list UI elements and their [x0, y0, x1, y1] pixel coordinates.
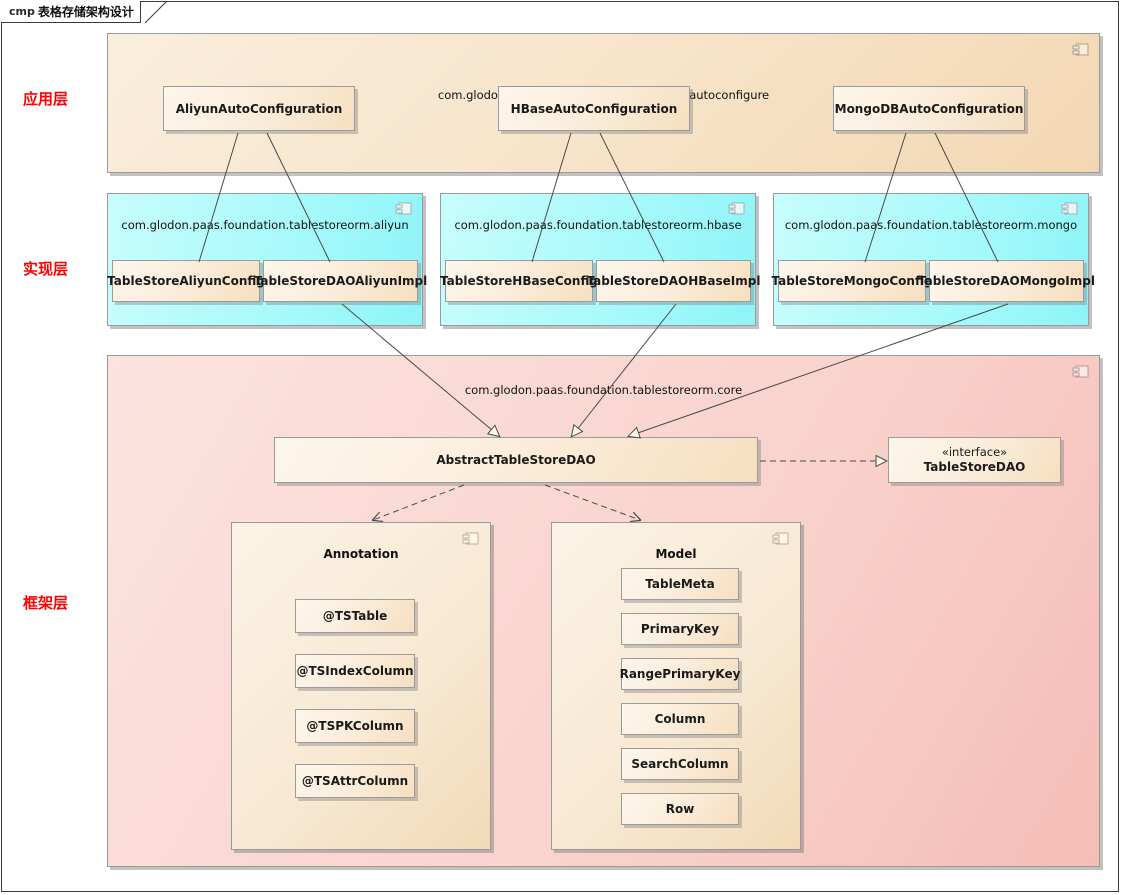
layer-label-application: 应用层: [23, 90, 69, 108]
component-label: AbstractTableStoreDAO: [436, 453, 596, 467]
component-label: TableStoreDAOAliyunImpl: [253, 274, 428, 288]
package-mongo-title: com.glodon.paas.foundation.tablestoreorm…: [784, 218, 1078, 232]
component-label: TableMeta: [645, 577, 715, 591]
component-label: MongoDBAutoConfiguration: [834, 101, 1024, 116]
component-column[interactable]: Column: [621, 703, 739, 735]
component-label: @TSAttrColumn: [301, 774, 409, 788]
component-label: TableStoreMongoConfig: [771, 274, 933, 288]
component-search-column[interactable]: SearchColumn: [621, 748, 739, 780]
layer-label-framework: 框架层: [23, 594, 69, 612]
component-primary-key[interactable]: PrimaryKey: [621, 613, 739, 645]
package-model-title: Model: [655, 547, 697, 561]
component-aliyun-auto-configuration[interactable]: AliyunAutoConfiguration: [163, 86, 355, 131]
component-ts-attr-column-annotation[interactable]: @TSAttrColumn: [295, 764, 415, 798]
diagram-frame-tab: cmp 表格存储架构设计: [1, 1, 141, 23]
component-table-store-dao-mongo-impl[interactable]: TableStoreDAOMongoImpl: [918, 260, 1095, 302]
component-label: SearchColumn: [631, 757, 729, 771]
package-core-title: com.glodon.paas.foundation.tablestoreorm…: [464, 383, 743, 397]
component-ts-index-column-annotation[interactable]: @TSIndexColumn: [295, 654, 415, 688]
frame-kind-label: cmp: [9, 5, 35, 18]
component-label: TableStoreHBaseConfig: [440, 274, 598, 288]
component-icon: [772, 532, 789, 545]
component-label: RangePrimaryKey: [619, 667, 741, 681]
component-label: AliyunAutoConfiguration: [175, 101, 343, 116]
component-ts-pk-column-annotation[interactable]: @TSPKColumn: [295, 709, 415, 743]
component-label: TableStoreDAOMongoImpl: [918, 274, 1095, 288]
component-mongodb-auto-configuration[interactable]: MongoDBAutoConfiguration: [833, 86, 1025, 131]
component-label: @TSTable: [322, 609, 388, 623]
package-aliyun[interactable]: com.glodon.paas.foundation.tablestoreorm…: [107, 193, 423, 326]
component-interface-table-store-dao[interactable]: «interface» TableStoreDAO: [888, 437, 1061, 483]
package-hbase-title: com.glodon.paas.foundation.tablestoreorm…: [454, 218, 742, 232]
component-icon: [728, 202, 745, 215]
component-range-primary-key[interactable]: RangePrimaryKey: [619, 658, 741, 690]
component-icon: [462, 532, 479, 545]
component-label: Column: [654, 712, 706, 726]
component-label: TableStoreDAO: [923, 459, 1026, 474]
component-hbase-auto-configuration[interactable]: HBaseAutoConfiguration: [498, 86, 690, 131]
package-aliyun-title: com.glodon.paas.foundation.tablestoreorm…: [121, 218, 409, 232]
component-table-store-aliyun-config[interactable]: TableStoreAliyunConfig: [107, 260, 265, 302]
component-icon: [1072, 365, 1089, 378]
component-label: TableStoreDAOHBaseImpl: [586, 274, 761, 288]
component-label: @TSPKColumn: [306, 719, 404, 733]
frame-title-label: 表格存储架构设计: [37, 5, 134, 19]
component-label: PrimaryKey: [640, 622, 720, 636]
component-icon: [1072, 43, 1089, 56]
component-label: Row: [665, 802, 695, 816]
component-table-meta[interactable]: TableMeta: [621, 568, 739, 600]
package-annotation-title: Annotation: [323, 547, 399, 561]
layer-label-implementation: 实现层: [23, 260, 69, 278]
component-icon: [1061, 202, 1078, 215]
component-table-store-mongo-config[interactable]: TableStoreMongoConfig: [772, 260, 932, 302]
component-row[interactable]: Row: [621, 793, 739, 825]
component-table-store-dao-hbase-impl[interactable]: TableStoreDAOHBaseImpl: [587, 260, 760, 302]
frame-tab-corner: [145, 1, 168, 24]
component-abstract-table-store-dao[interactable]: AbstractTableStoreDAO: [274, 437, 758, 483]
component-table-store-dao-aliyun-impl[interactable]: TableStoreDAOAliyunImpl: [254, 260, 427, 302]
component-label: TableStoreAliyunConfig: [107, 274, 265, 288]
component-table-store-hbase-config[interactable]: TableStoreHBaseConfig: [440, 260, 598, 302]
component-label: @TSIndexColumn: [296, 664, 414, 678]
component-label: HBaseAutoConfiguration: [510, 101, 678, 116]
interface-stereotype: «interface»: [941, 445, 1008, 460]
component-icon: [395, 202, 412, 215]
component-ts-table-annotation[interactable]: @TSTable: [295, 599, 415, 633]
